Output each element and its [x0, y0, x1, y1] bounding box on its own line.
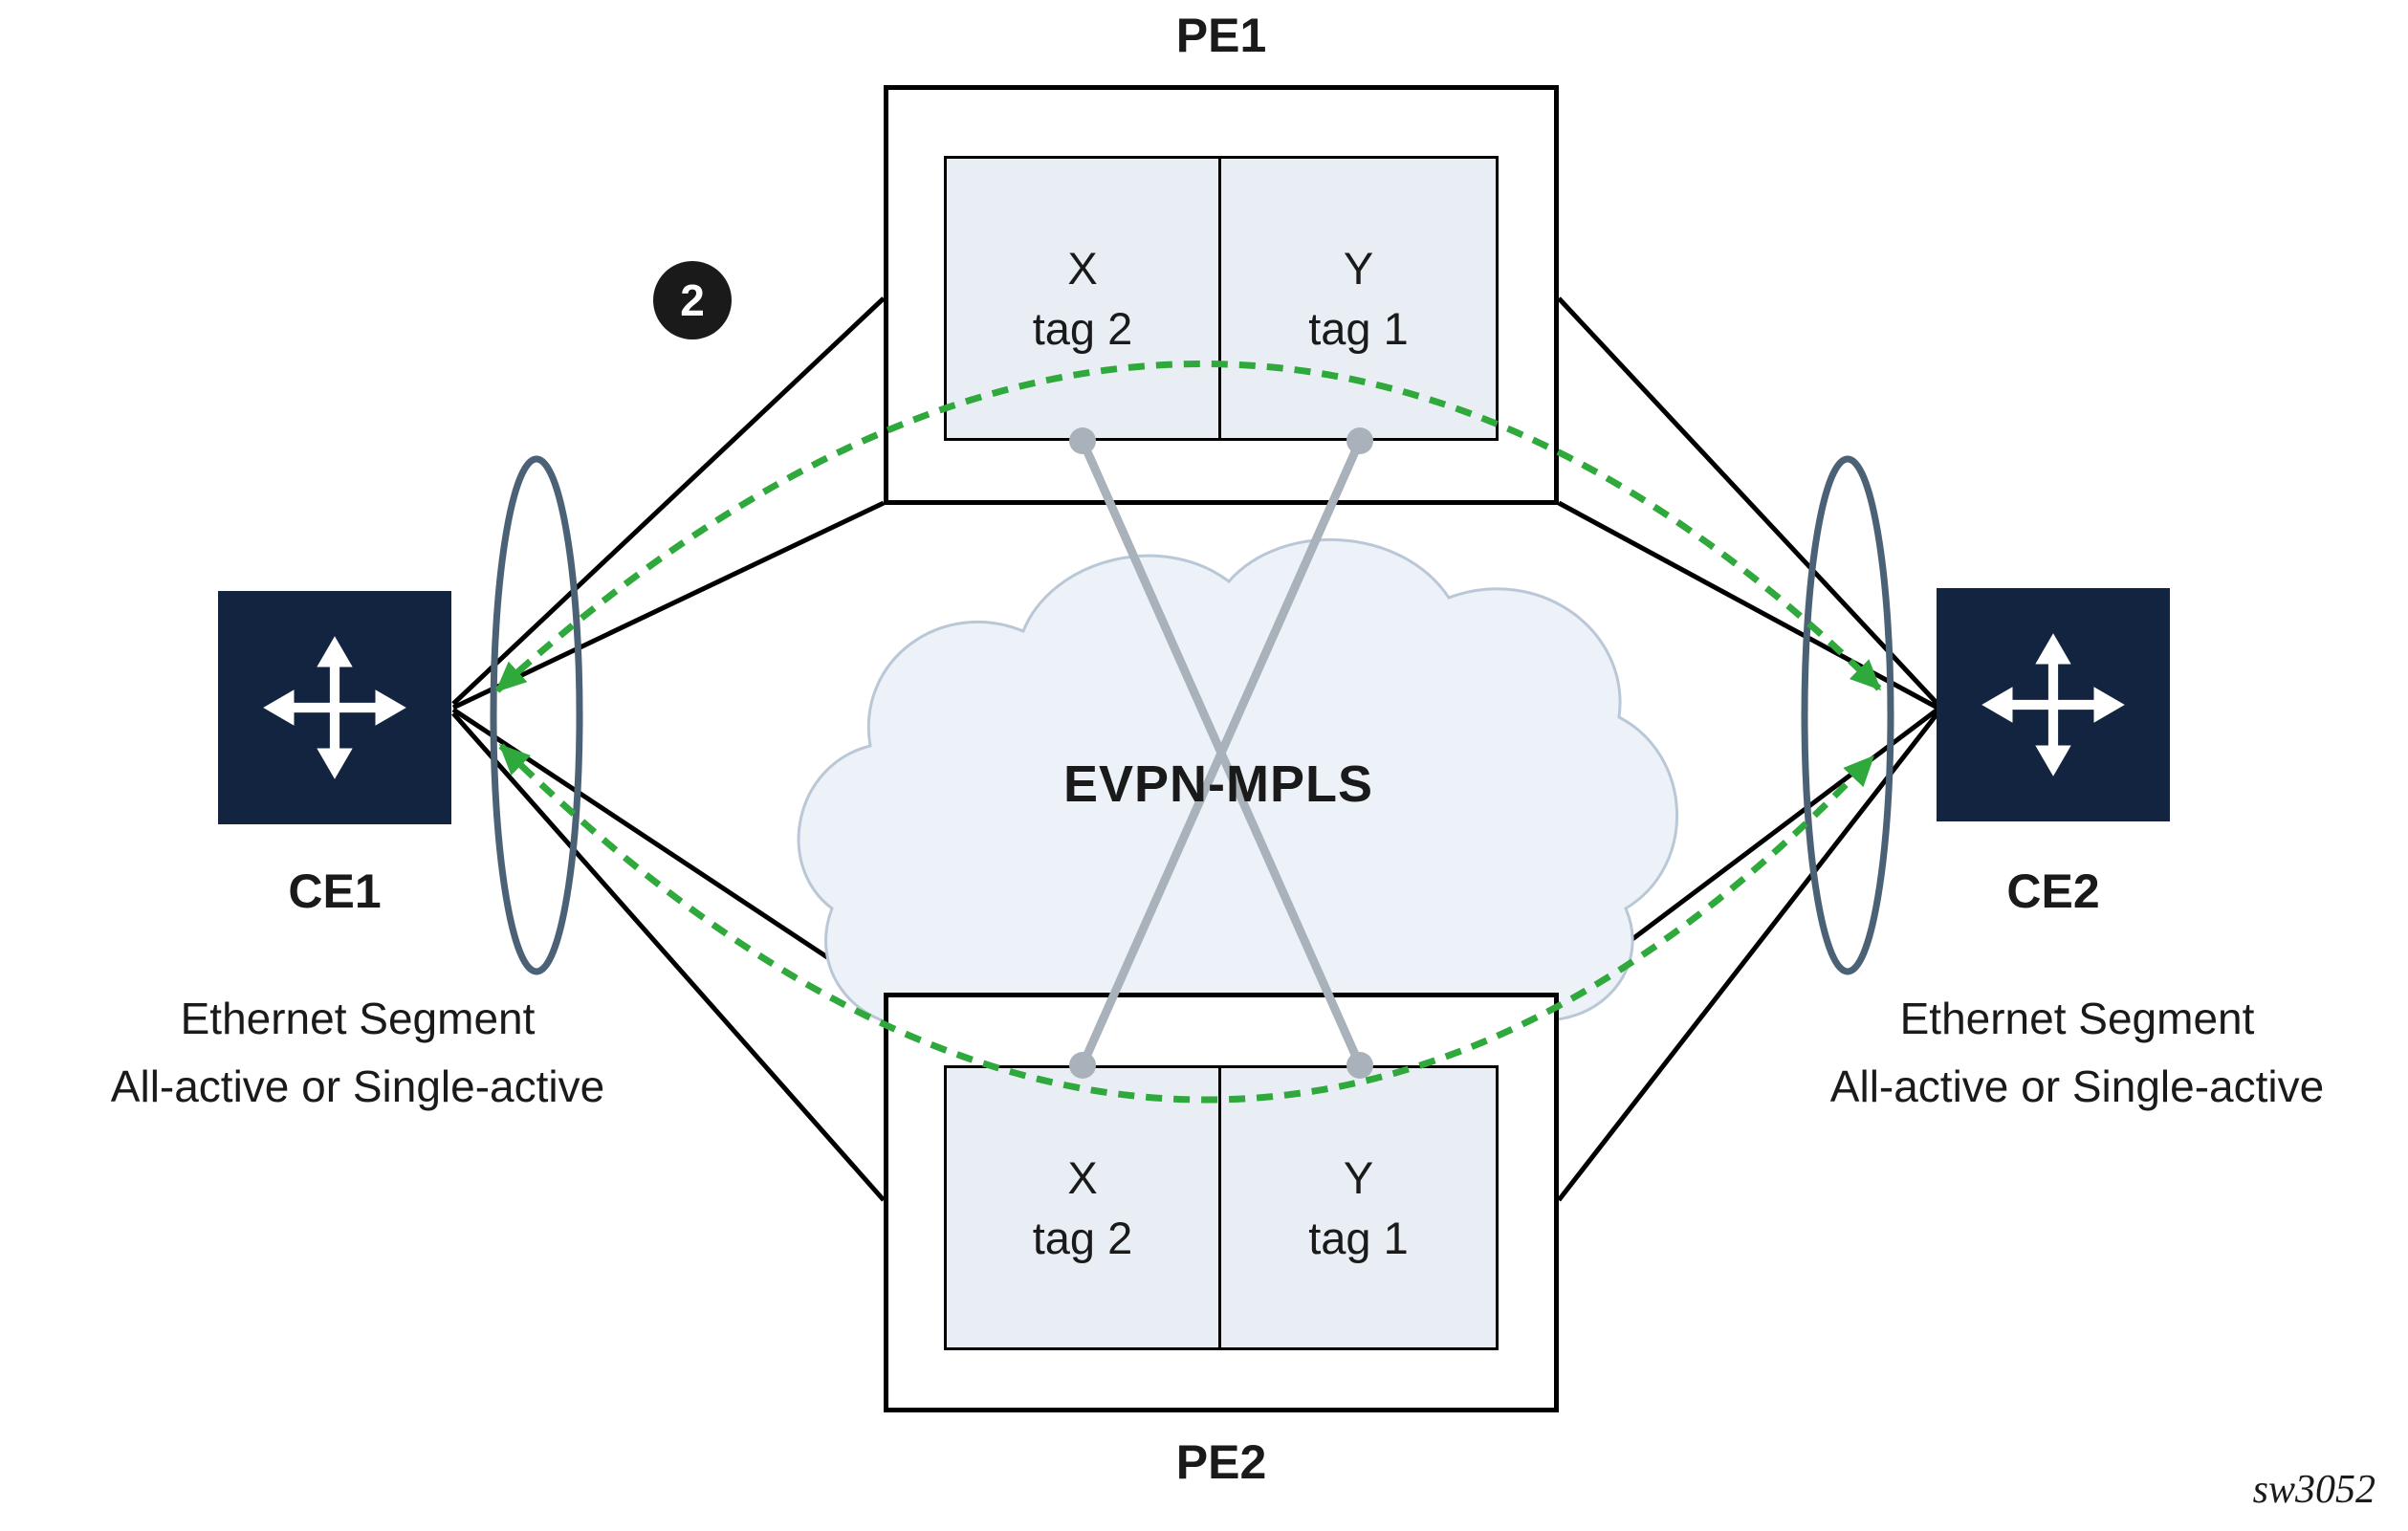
segment-note-line1: Ethernet Segment [180, 994, 536, 1043]
service-name: Y [1343, 242, 1374, 294]
ce1-pe1-link-a [451, 296, 886, 706]
step-2-badge: 2 [653, 261, 732, 339]
switch-arrows-icon [1981, 633, 2125, 776]
pe2-service-x: X tag 2 [944, 1065, 1221, 1350]
right-ethernet-segment-note: Ethernet Segment All-active or Single-ac… [1830, 985, 2324, 1122]
segment-note-line2: All-active or Single-active [110, 1061, 605, 1112]
pe2-service-y: Y tag 1 [1221, 1065, 1499, 1350]
figure-id: sw3052 [2252, 1468, 2375, 1512]
pe2-label: PE2 [1175, 1435, 1267, 1489]
service-name: Y [1343, 1151, 1374, 1203]
pe1-service-x: X tag 2 [944, 156, 1221, 441]
ce1-node [218, 591, 451, 824]
service-tag: tag 2 [1032, 1213, 1133, 1263]
service-name: X [1067, 1151, 1098, 1203]
service-tag: tag 2 [1032, 303, 1133, 354]
left-ethernet-segment-note: Ethernet Segment All-active or Single-ac… [111, 985, 604, 1122]
service-tag: tag 1 [1308, 303, 1409, 354]
service-name: X [1067, 242, 1098, 294]
segment-note-line2: All-active or Single-active [1829, 1061, 2325, 1112]
ethernet-segment-ellipse-right [1801, 455, 1894, 975]
service-tag: tag 1 [1308, 1213, 1409, 1263]
ce2-node [1937, 588, 2170, 821]
ce1-label: CE1 [288, 864, 382, 918]
pe1-label: PE1 [1175, 9, 1267, 62]
segment-note-line1: Ethernet Segment [1899, 994, 2255, 1043]
ethernet-segment-ellipse-left [490, 455, 583, 975]
pe1-service-y: Y tag 1 [1221, 156, 1499, 441]
switch-arrows-icon [263, 636, 406, 779]
ce1-pe1-link-b [451, 500, 886, 711]
evpn-mpls-label: EVPN-MPLS [1062, 755, 1374, 813]
ce2-pe1-link-a [1557, 296, 1939, 706]
ce2-label: CE2 [2006, 864, 2100, 918]
